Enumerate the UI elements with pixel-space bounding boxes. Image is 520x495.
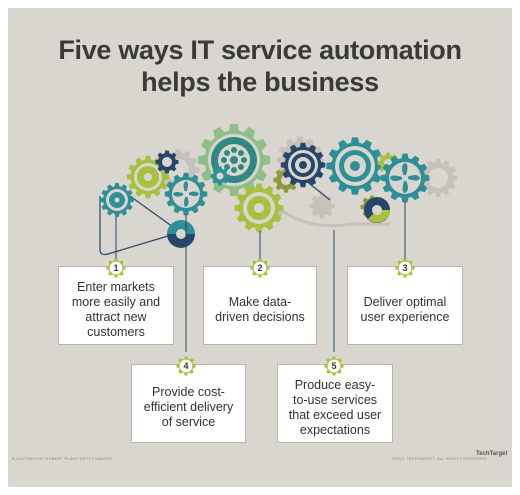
gear-teal-large-right (326, 137, 384, 195)
gear-lime-left (126, 155, 170, 199)
gear-navy-small (155, 150, 179, 174)
step-box-2: Make data-driven decisions (203, 266, 317, 345)
step-1-number: 1 (113, 263, 119, 273)
copyright-notice: ©2023 TECHTARGET. ALL RIGHTS RESERVED (392, 456, 487, 461)
gear-teal-fan (164, 172, 208, 216)
gear-teal-fan-right (380, 153, 430, 203)
step-2-label: Make data-driven decisions (215, 294, 305, 324)
connector-lines (115, 201, 406, 352)
gear-teal-tiny (210, 166, 230, 186)
step-2-number: 2 (257, 263, 263, 273)
semi-disc-left (167, 220, 195, 248)
gear-lime-center (234, 183, 284, 233)
step-5-badge: 5 (324, 356, 344, 376)
step-4-number: 4 (183, 361, 189, 371)
step-3-badge: 3 (395, 258, 415, 278)
illustration-credit: ILLUSTRATION: ROBERT PLANT/GETTY IMAGES (12, 456, 112, 461)
step-5-number: 5 (331, 361, 337, 371)
step-3-label: Deliver optimal user experience (360, 294, 450, 324)
step-box-5: Produce easy-to-use services that exceed… (277, 364, 393, 443)
title-line-1: Five ways IT service automation (58, 35, 462, 65)
step-box-3: Deliver optimal user experience (347, 266, 463, 345)
pie-disc-right (364, 197, 390, 223)
step-1-badge: 1 (106, 258, 126, 278)
step-box-1: Enter markets more easily and attract ne… (58, 266, 174, 345)
step-box-4: Provide cost-efficient delivery of servi… (131, 364, 246, 443)
techtarget-logo: TechTarget (476, 451, 508, 457)
step-4-badge: 4 (176, 356, 196, 376)
gear-navy-center (280, 142, 326, 188)
step-4-label: Provide cost-efficient delivery of servi… (143, 385, 234, 429)
step-3-number: 3 (402, 263, 408, 273)
page-title: Five ways IT service automation helps th… (0, 34, 520, 98)
step-1-label: Enter markets more easily and attract ne… (71, 279, 161, 339)
gear-olive-small (273, 167, 299, 193)
step-5-label: Produce easy-to-use services that exceed… (288, 377, 382, 437)
gear-teal-small-left (100, 183, 134, 217)
title-line-2: helps the business (141, 67, 379, 97)
step-2-badge: 2 (250, 258, 270, 278)
